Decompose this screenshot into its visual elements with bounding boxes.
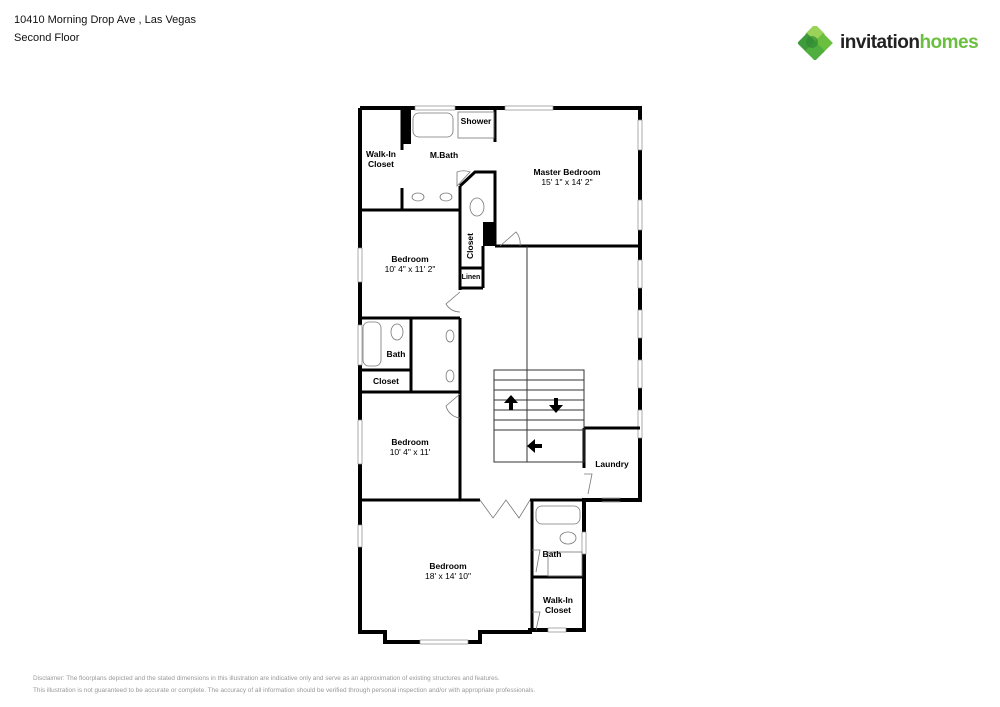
invitation-homes-logo: invitationhomes bbox=[798, 26, 979, 60]
disclaimer-line-2: This illustration is not guaranteed to b… bbox=[33, 687, 536, 694]
room-walkin-closet-2: Walk-In Closet bbox=[543, 595, 573, 615]
logo-text: invitationhomes bbox=[840, 32, 979, 53]
fixtures bbox=[362, 111, 593, 631]
property-address: 10410 Morning Drop Ave , Las Vegas bbox=[14, 14, 197, 26]
room-bath-2: Bath bbox=[542, 549, 562, 560]
logo-mark-icon bbox=[798, 26, 833, 60]
windows bbox=[357, 105, 643, 645]
room-linen: Linen bbox=[461, 273, 481, 281]
room-bath-1: Bath bbox=[386, 349, 406, 360]
room-walkin-closet-master: Walk-In Closet bbox=[366, 149, 396, 169]
disclaimer-line-1: Disclaimer: The floorplans depicted and … bbox=[33, 675, 500, 682]
room-closet-1: Closet bbox=[373, 376, 399, 387]
room-master-bath: M.Bath bbox=[429, 150, 459, 161]
room-closet-hall: Closet bbox=[465, 233, 476, 259]
floor-label: Second Floor bbox=[14, 32, 80, 44]
room-shower: Shower bbox=[460, 116, 492, 127]
staircase bbox=[493, 246, 585, 463]
stair-arrows bbox=[504, 395, 563, 453]
room-laundry: Laundry bbox=[595, 459, 629, 470]
